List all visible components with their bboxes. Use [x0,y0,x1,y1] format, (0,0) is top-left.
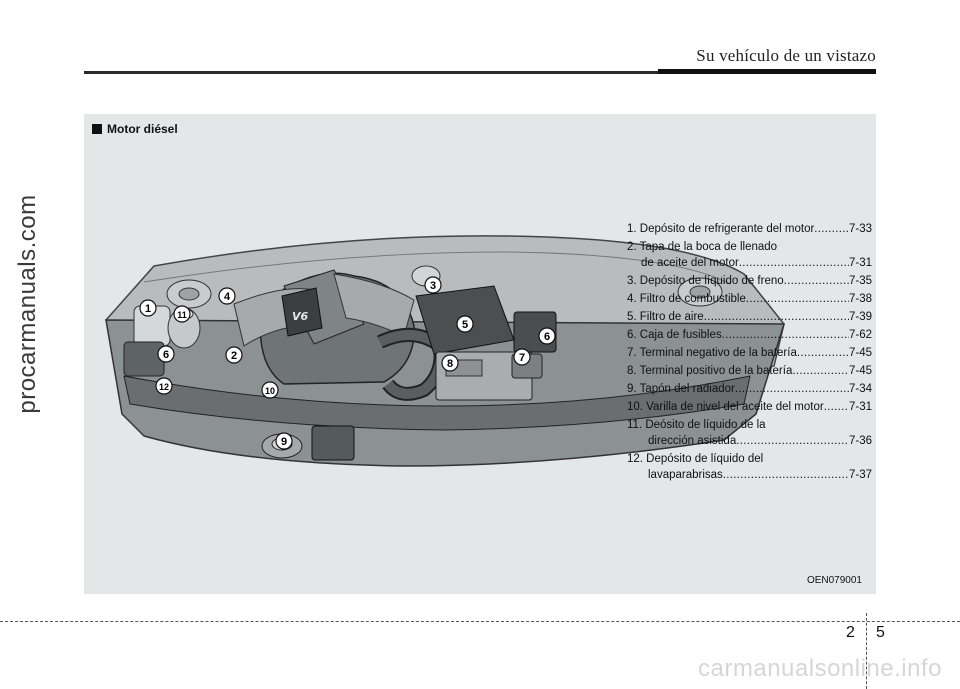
callout-11: 11 [173,305,191,323]
list-item: 2. Tapa de la boca de llenado de aceite … [627,239,872,271]
callout-12: 12 [155,377,173,395]
section-title: Motor diésel [107,122,178,136]
chapter-number: 2 [846,624,855,641]
callout-3: 3 [424,276,442,294]
svg-text:10: 10 [265,386,275,396]
list-item: 3. Depósito de líquido de freno7-35 [627,273,872,289]
figure-code: OEN079001 [806,575,862,586]
svg-text:3: 3 [430,280,436,292]
page-number: 5 [876,624,885,641]
list-item: 6. Caja de fusibles7-62 [627,327,872,343]
engine-bay-illustration: V6 1 11 4 6 2 12 10 3 5 6 7 8 9 [105,235,786,467]
list-item: 7. Terminal negativo de la batería7-45 [627,345,872,361]
list-item: 4. Filtro de combustible7-38 [627,291,872,307]
header-rule-accent [658,69,876,74]
svg-text:6: 6 [544,331,550,343]
list-item: 5. Filtro de aire7-39 [627,309,872,325]
footer-rule [0,621,960,622]
svg-text:6: 6 [163,349,169,361]
list-item: 12. Depósito de líquido del lavaparabris… [627,451,872,483]
callout-1: 1 [139,299,157,317]
bottom-watermark: carmanualsonline.info [698,655,942,682]
parts-list: 1. Depósito de refrigerante del motor7-3… [627,221,872,485]
list-item: 10. Varilla de nivel del aceite del moto… [627,399,872,415]
list-item: 11. Deósito de líquido de la dirección a… [627,417,872,449]
svg-text:12: 12 [159,382,169,392]
svg-text:5: 5 [462,319,468,331]
running-header-title: Su vehículo de un vistazo [696,46,876,65]
callout-2: 2 [225,346,243,364]
svg-text:11: 11 [177,310,187,320]
callout-9: 9 [275,432,293,450]
callout-5: 5 [456,315,474,333]
callout-6-right: 6 [538,327,556,345]
callout-6-left: 6 [157,345,175,363]
svg-text:7: 7 [519,352,525,364]
list-item: 1. Depósito de refrigerante del motor7-3… [627,221,872,237]
callout-4: 4 [218,287,236,305]
page-separator [866,613,867,689]
svg-text:4: 4 [224,291,231,303]
svg-text:8: 8 [447,358,453,370]
svg-text:1: 1 [145,303,151,315]
side-watermark: procarmanuals.com [14,194,41,414]
section-heading: Motor diésel [92,122,178,136]
header-rule [84,71,876,74]
callout-10: 10 [261,381,279,399]
svg-text:2: 2 [231,350,237,362]
callout-8: 8 [441,354,459,372]
square-bullet-icon [92,124,102,134]
list-item: 8. Terminal positivo de la batería7-45 [627,363,872,379]
svg-text:9: 9 [281,436,287,448]
callout-7: 7 [513,348,531,366]
v6-emblem: V6 [292,310,309,323]
list-item: 9. Tapón del radiador7-34 [627,381,872,397]
figure-panel: Motor diésel V6 [84,114,876,594]
